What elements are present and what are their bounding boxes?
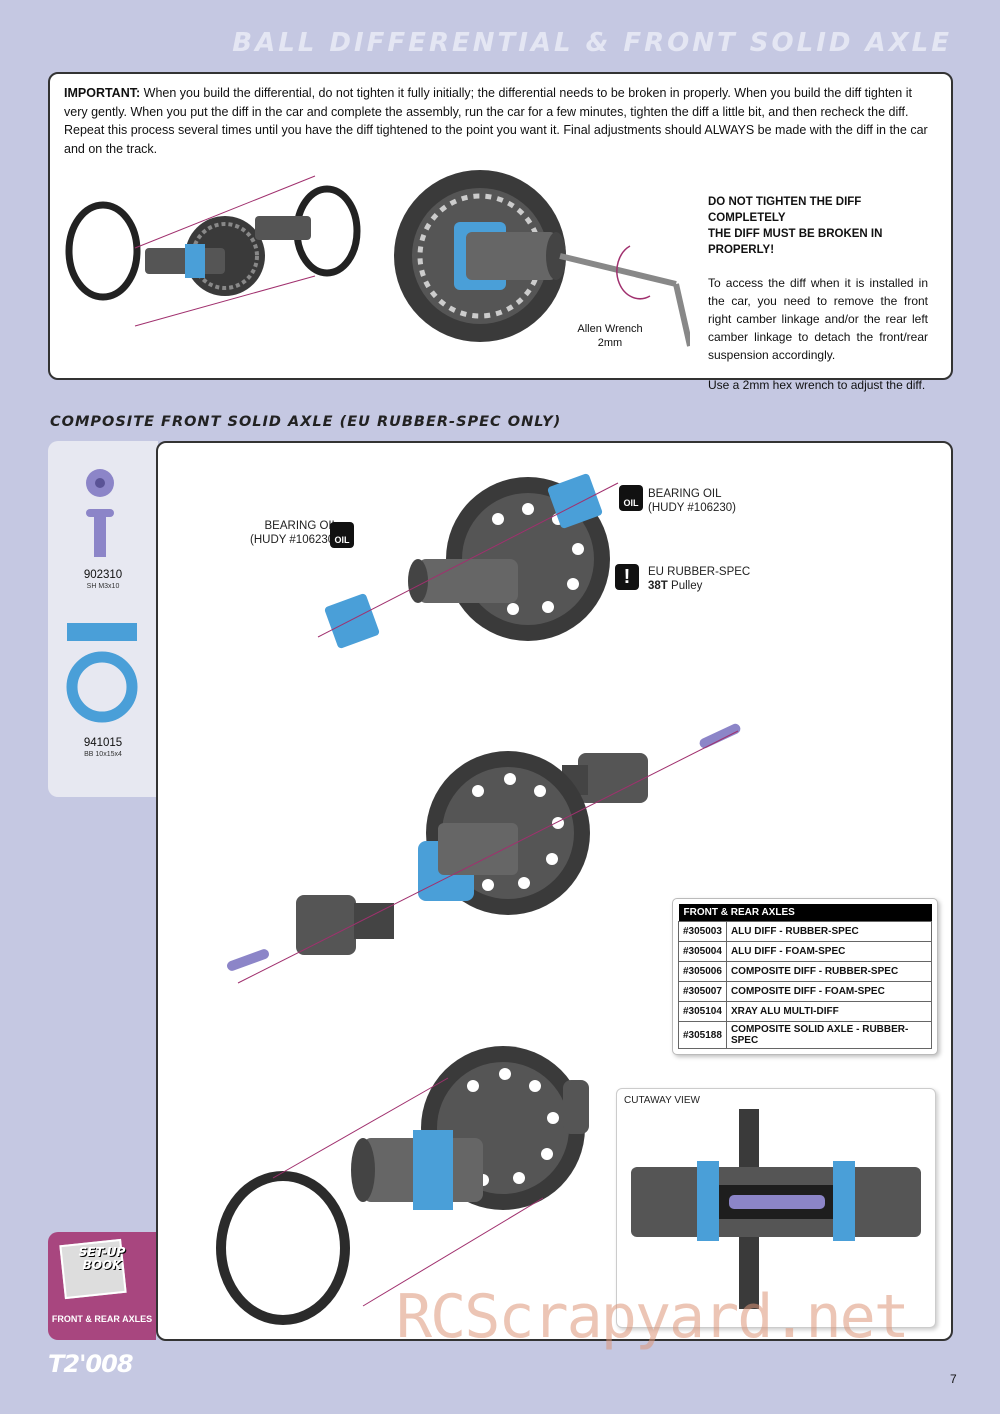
page-number: 7 bbox=[950, 1372, 957, 1386]
allen-wrench-label: Allen Wrench 2mm bbox=[577, 323, 643, 349]
table-header: FRONT & REAR AXLES bbox=[678, 904, 932, 922]
bearing-oil-left: BEARING OIL (HUDY #106230) bbox=[250, 520, 339, 546]
screw-icon bbox=[86, 469, 114, 557]
axle-exploded-top bbox=[317, 473, 619, 649]
part-941015: 941015 BB 10x15x4 bbox=[83, 737, 123, 758]
oil-left-icon: OIL bbox=[330, 522, 354, 548]
important-label: IMPORTANT: bbox=[64, 86, 141, 100]
cutaway-label: CUTAWAY VIEW bbox=[624, 1095, 700, 1106]
watermark: RCScrapyard.net bbox=[396, 1282, 910, 1352]
exclamation-icon: ! bbox=[615, 564, 639, 590]
cutaway-view: CUTAWAY VIEW bbox=[616, 1088, 936, 1328]
axle-exploded-middle bbox=[227, 723, 741, 984]
important-text-block: IMPORTANT: When you build the differenti… bbox=[64, 84, 936, 158]
axle-exploded-bottom bbox=[216, 1046, 589, 1325]
setup-book-tab[interactable]: SET-UP BOOK FRONT & REAR AXLES bbox=[48, 1232, 156, 1340]
page-title: BALL DIFFERENTIAL & FRONT SOLID AXLE bbox=[232, 28, 952, 58]
setup-book-caption: FRONT & REAR AXLES bbox=[51, 1314, 153, 1324]
setup-book-logo-text: SET-UP BOOK bbox=[78, 1245, 126, 1272]
warning-heading: DO NOT TIGHTEN THE DIFF COMPLETELY THE D… bbox=[708, 196, 883, 256]
parts-sidebar: 902310 SH M3x10 941015 BB 10x15x4 bbox=[48, 441, 158, 797]
important-panel: IMPORTANT: When you build the differenti… bbox=[48, 72, 953, 392]
section-title: COMPOSITE FRONT SOLID AXLE (EU RUBBER-SP… bbox=[50, 414, 562, 430]
bearing-icon bbox=[66, 623, 138, 723]
diff-wrench-illustration bbox=[394, 170, 690, 347]
important-text: When you build the differential, do not … bbox=[64, 86, 928, 156]
oil-right-icon: OIL bbox=[619, 485, 643, 511]
cutaway-illustration bbox=[631, 1109, 921, 1309]
bearing-oil-right: BEARING OIL (HUDY #106230) bbox=[648, 488, 737, 514]
brand-logo: T2'008 bbox=[48, 1350, 134, 1378]
diff-access-note: DO NOT TIGHTEN THE DIFF COMPLETELY THE D… bbox=[708, 194, 928, 406]
rubber-spec-callout: EU RUBBER-SPEC 38T Pulley bbox=[648, 566, 751, 592]
part-902310: 902310 SH M3x10 bbox=[83, 569, 123, 590]
diff-exploded-illustration bbox=[65, 175, 361, 327]
axle-assembly-panel: BEARING OIL (HUDY #106230) OIL OIL BEARI… bbox=[156, 441, 953, 1341]
hex-text: Use a 2mm hex wrench to adjust the diff. bbox=[708, 378, 926, 392]
access-text: To access the diff when it is installed … bbox=[708, 276, 928, 362]
